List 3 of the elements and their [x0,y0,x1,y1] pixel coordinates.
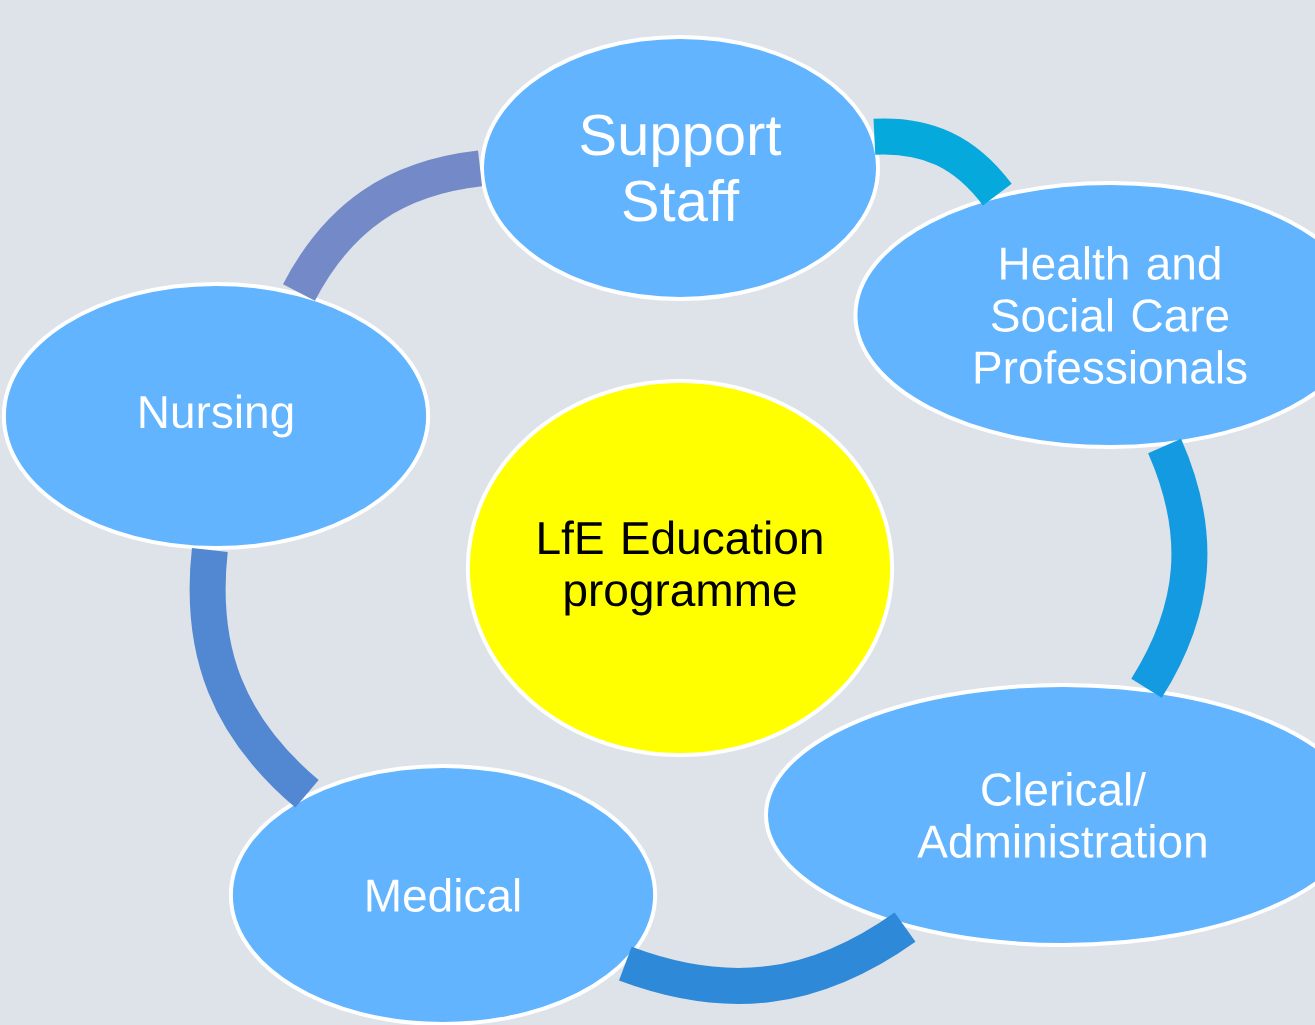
ring-connector [189,548,320,808]
ring-connector [1130,439,1208,698]
ring-connector [619,912,915,1004]
